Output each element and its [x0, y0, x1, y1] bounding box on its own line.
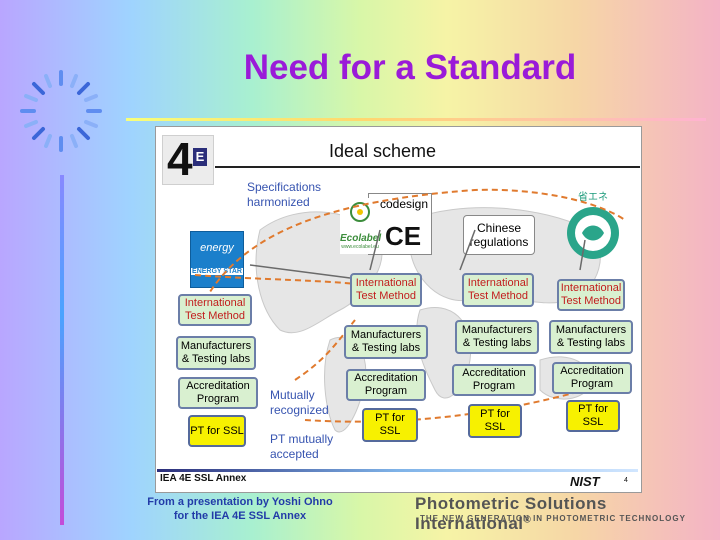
col1-accreditation: Accreditation Program — [178, 377, 258, 409]
col2-test-method: International Test Method — [350, 273, 422, 307]
figure-heading: Ideal scheme — [329, 141, 437, 161]
col1-manufacturers: Manufacturers & Testing labs — [176, 336, 256, 370]
brand-registered-mark: ® — [523, 514, 532, 526]
brand-name-text: Photometric Solutions International — [415, 494, 607, 533]
pt-mutually-accepted-label: PT mutually accepted — [270, 432, 334, 461]
energy-star-label: ENERGY STAR — [191, 268, 243, 275]
energy-star-logo: energy ENERGY STAR — [190, 231, 244, 288]
figure-footer-left: IEA 4E SSL Annex — [160, 473, 247, 484]
col4-accreditation: Accreditation Program — [552, 362, 632, 394]
flower-icon — [350, 202, 370, 222]
energy-star-script: energy — [200, 242, 234, 254]
slide-caption: From a presentation by Yoshi Ohno for th… — [147, 496, 333, 522]
col4-manufacturers: Manufacturers & Testing labs — [549, 320, 633, 354]
mutually-recognized-label: Mutually recognized — [270, 388, 329, 417]
col1-test-method: International Test Method — [178, 294, 252, 326]
starburst-icon — [20, 70, 102, 152]
nist-logo: NIST — [570, 474, 600, 489]
logo-number: 4 — [167, 133, 193, 185]
col3-pt: PT for SSL — [468, 404, 522, 438]
specs-harmonized-label: Specifications harmonized — [247, 180, 322, 209]
chinese-regulations-box: Chinese regulations — [463, 215, 535, 255]
col3-test-method: International Test Method — [462, 273, 534, 307]
leaf-circle-icon — [567, 207, 619, 259]
ecolabel-logo: Ecolabel www.ecolabel.eu — [340, 198, 382, 254]
ce-mark: CE — [385, 221, 422, 251]
col4-test-method: International Test Method — [557, 279, 625, 311]
dashed-arrows — [194, 188, 626, 423]
brand-name: Photometric Solutions International® — [415, 494, 720, 534]
top-accent-line — [126, 118, 706, 121]
col3-accreditation: Accreditation Program — [452, 364, 536, 396]
japan-energy-saving-logo: 省エネ — [562, 188, 624, 260]
slide-title: Need for a Standard — [243, 48, 577, 87]
col2-accreditation: Accreditation Program — [346, 369, 426, 401]
col3-manufacturers: Manufacturers & Testing labs — [455, 320, 539, 354]
iea-4e-logo: 4 E — [162, 133, 214, 185]
col2-manufacturers: Manufacturers & Testing labs — [344, 325, 428, 359]
figure-page-number: 4 — [624, 477, 628, 484]
ecolabel-label: Ecolabel — [340, 233, 382, 244]
ecolabel-url: www.ecolabel.eu — [341, 244, 379, 250]
figure-heading-rule — [215, 166, 640, 168]
left-accent-line — [60, 175, 64, 525]
col1-pt: PT for SSL — [188, 415, 246, 447]
figure-footer-rule — [157, 469, 638, 472]
brand-tagline: THE NEW GENERATION IN PHOTOMETRIC TECHNO… — [420, 514, 686, 523]
col4-pt: PT for SSL — [566, 400, 620, 432]
japan-logo-text: 省エネ — [578, 192, 608, 203]
logo-letter: E — [193, 148, 207, 166]
col2-pt: PT for SSL — [362, 408, 418, 442]
